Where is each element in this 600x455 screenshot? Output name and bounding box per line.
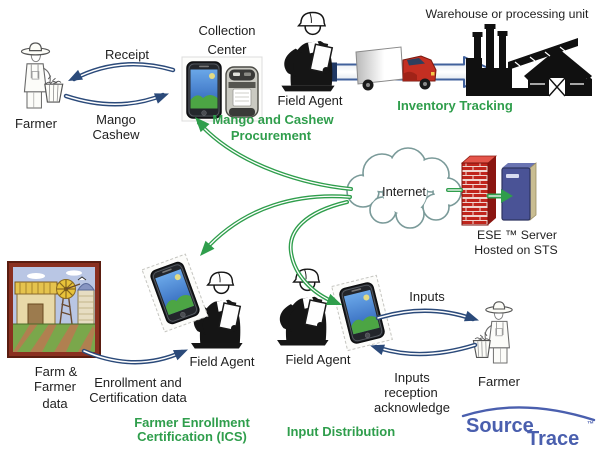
smartphone-icon <box>186 61 222 119</box>
receipt-label: Receipt <box>105 47 149 62</box>
enrollment-label-1: Enrollment and <box>94 375 181 390</box>
farmer-icon-bottom-right <box>472 301 513 364</box>
warehouse-label: Warehouse or processing unit <box>426 7 589 21</box>
farmer-enrollment-label-2: Certification (ICS) <box>137 429 247 444</box>
logo-trace-text: Trace <box>527 428 579 450</box>
farm-picture <box>7 261 101 358</box>
firewall-to-server-arrow <box>486 189 513 203</box>
field-agent-left-label: Field Agent <box>189 354 254 369</box>
farmer-bottom-label: Farmer <box>478 374 521 389</box>
receipt-arrow <box>68 62 176 82</box>
firewall-icon <box>460 155 498 226</box>
enrollment-sync-arrow <box>200 194 352 256</box>
inputs-arrow <box>375 308 479 322</box>
logo-source-text: Source <box>466 415 534 437</box>
mango-label: Mango <box>96 112 136 127</box>
inputs-reception-label-3: acknowledge <box>374 400 450 415</box>
mango-cashew-arrow <box>63 92 169 107</box>
farmer-top-label: Farmer <box>15 116 58 131</box>
farmer-enrollment-label-1: Farmer Enrollment <box>134 415 250 430</box>
farmer-icon-top-left <box>20 42 64 109</box>
smartphone-icon-left <box>141 253 209 333</box>
enrollment-label-2: Certification data <box>89 390 187 405</box>
farm-data-label-1: Farm & <box>35 364 78 379</box>
internet-label: Internet <box>382 184 426 199</box>
factory-icon <box>466 24 592 97</box>
collection-center-label-2: Center <box>207 42 247 57</box>
server-label-1: ESE ™ Server <box>477 228 557 242</box>
collection-center-label-1: Collection <box>198 23 255 38</box>
enrollment-arrow <box>81 348 188 365</box>
procurement-sync-arrow <box>195 117 353 191</box>
input-distribution-label: Input Distribution <box>287 424 395 439</box>
field-agent-icon-top <box>280 11 336 93</box>
procurement-label-2: Procurement <box>231 128 312 143</box>
receipt-printer-icon <box>225 66 259 118</box>
cashew-label: Cashew <box>93 127 141 142</box>
sourcetrace-logo: Source Trace ™ <box>461 406 596 450</box>
server-label-2: Hosted on STS <box>474 243 557 257</box>
smartphone-icon-mid <box>331 274 393 352</box>
logo-tm-mark: ™ <box>587 421 594 428</box>
farm-data-label-3: data <box>42 396 68 411</box>
inputs-reception-label-1: Inputs <box>394 370 430 385</box>
input-sync-arrow <box>288 200 349 306</box>
inputs-label: Inputs <box>409 289 445 304</box>
inputs-acknowledge-arrow <box>370 342 478 357</box>
inputs-reception-label-2: reception <box>384 385 437 400</box>
field-agent-top-label: Field Agent <box>277 93 342 108</box>
server-icon <box>501 162 537 221</box>
farm-data-label-2: Farmer <box>34 379 77 394</box>
truck-icon <box>355 46 437 91</box>
procurement-label-1: Mango and Cashew <box>212 112 334 127</box>
inventory-tracking-label: Inventory Tracking <box>397 98 513 113</box>
internet-cloud-fill <box>348 149 460 227</box>
collection-center-devices <box>181 56 263 122</box>
field-agent-mid-label: Field Agent <box>285 352 350 367</box>
windmill-icon <box>56 279 81 299</box>
